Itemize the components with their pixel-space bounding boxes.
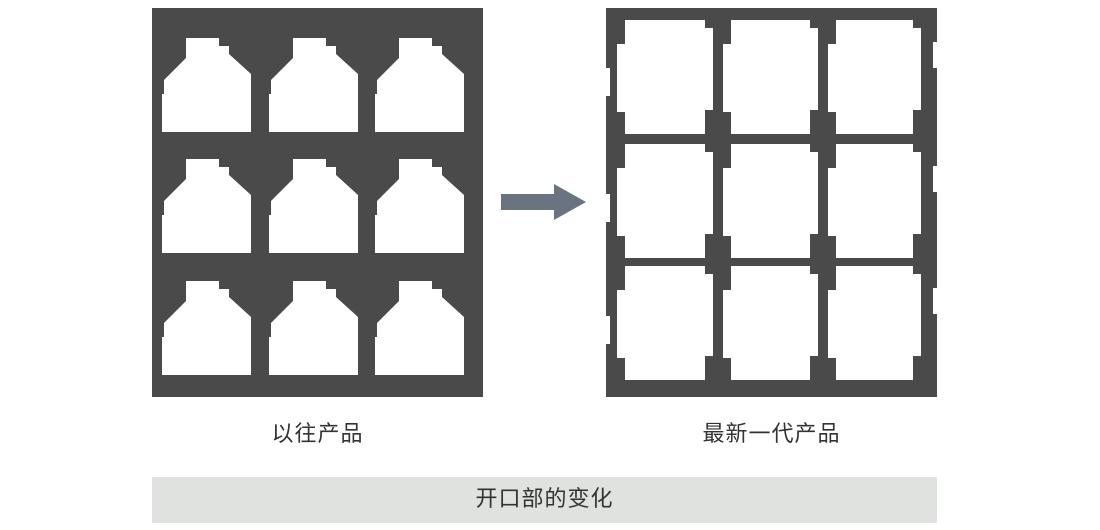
footer-label: 开口部的变化: [475, 487, 614, 512]
opening-r3-c1: [162, 281, 251, 375]
opening-r1-c3: [828, 20, 921, 134]
edge-notch-left-1: [606, 68, 610, 96]
edge-notch-left-2: [606, 194, 610, 222]
opening-r1-c2: [723, 20, 818, 134]
opening-r1-c1: [162, 38, 251, 132]
previous-product-diagram: [152, 8, 483, 397]
previous-product-panel: [152, 8, 483, 397]
edge-notch-right-1: [933, 42, 937, 68]
opening-r2-c1: [162, 159, 251, 253]
latest-product-panel: [606, 8, 937, 397]
edge-notch-right-3: [933, 288, 937, 314]
opening-r2-c1: [617, 144, 713, 258]
opening-r3-c2: [269, 281, 358, 375]
previous-product-caption: 以往产品: [271, 422, 364, 447]
opening-r2-c2: [269, 159, 358, 253]
opening-r3-c2: [723, 266, 818, 380]
opening-r2-c3: [828, 144, 921, 258]
edge-notch-left-3: [606, 316, 610, 344]
opening-r3-c3: [375, 281, 464, 375]
latest-product-diagram: [606, 8, 937, 397]
right-arrow-icon: [498, 182, 588, 222]
latest-product-caption: 最新一代产品: [702, 422, 841, 447]
opening-r2-c3: [375, 159, 464, 253]
opening-r1-c3: [375, 38, 464, 132]
opening-r3-c1: [617, 266, 713, 380]
opening-r1-c1: [617, 20, 713, 134]
opening-r1-c2: [269, 38, 358, 132]
opening-r2-c2: [723, 144, 818, 258]
footer-bar: 开口部的变化: [152, 477, 937, 523]
opening-r3-c3: [828, 266, 921, 380]
edge-notch-right-2: [933, 166, 937, 192]
